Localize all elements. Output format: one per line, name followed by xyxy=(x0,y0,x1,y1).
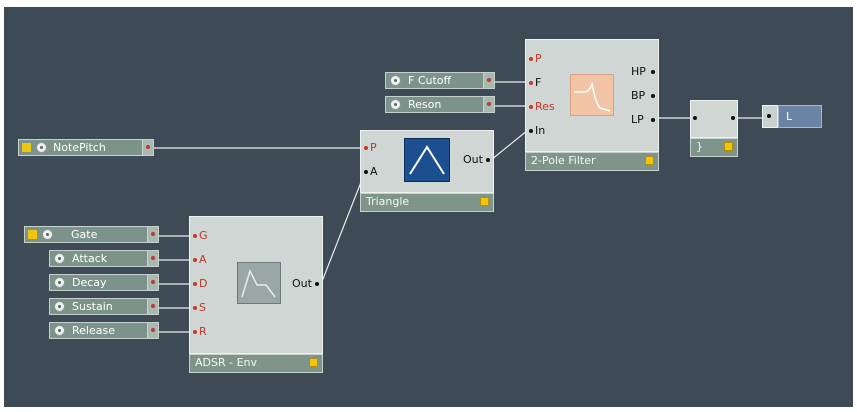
led-icon xyxy=(480,197,489,206)
audio-out-l[interactable]: L xyxy=(762,105,822,128)
output-port[interactable] xyxy=(147,275,158,290)
port-a-dot[interactable] xyxy=(193,258,197,262)
wire-triangle-filter xyxy=(490,129,529,161)
port-lp[interactable]: LP xyxy=(631,113,644,126)
triangle-wave-icon xyxy=(404,138,450,182)
port-r-dot[interactable] xyxy=(193,330,197,334)
control-label: Reson xyxy=(408,98,442,111)
output-port[interactable] xyxy=(142,140,153,155)
attack-control[interactable]: Attack xyxy=(49,250,159,267)
control-label: Attack xyxy=(72,252,108,265)
port-out[interactable]: Out xyxy=(292,277,312,290)
knob-icon[interactable] xyxy=(390,99,401,110)
control-label: Decay xyxy=(72,276,107,289)
knob-icon[interactable] xyxy=(42,229,53,240)
port-hp-dot[interactable] xyxy=(651,70,655,74)
port-in-dot[interactable] xyxy=(767,114,771,118)
output-port[interactable] xyxy=(483,73,494,88)
port-bp[interactable]: BP xyxy=(631,89,646,102)
port-in-dot[interactable] xyxy=(529,129,533,133)
port-lp-dot[interactable] xyxy=(651,118,655,122)
module-title: ADSR - Env xyxy=(195,356,258,369)
port-f[interactable]: F xyxy=(535,76,542,89)
port-f-dot[interactable] xyxy=(529,81,533,85)
port-g-dot[interactable] xyxy=(193,234,197,238)
lowpass-curve-icon xyxy=(570,74,614,116)
module-titlebar: Triangle xyxy=(360,193,494,212)
module-title: 2-Pole Filter xyxy=(531,154,596,167)
port-p[interactable]: P xyxy=(535,52,542,65)
knob-icon[interactable] xyxy=(54,301,65,312)
port-in[interactable]: In xyxy=(535,124,546,137)
module-titlebar: } xyxy=(690,138,738,157)
control-label: Gate xyxy=(71,228,98,241)
led-icon xyxy=(28,230,37,239)
adsr-module[interactable]: G A D S R Out ADSR - Env xyxy=(189,216,323,373)
port-d[interactable]: D xyxy=(199,277,208,290)
led-icon xyxy=(645,156,654,165)
module-body xyxy=(690,100,738,138)
port-a[interactable]: A xyxy=(370,165,378,178)
module-title: } xyxy=(696,140,703,153)
control-label: Sustain xyxy=(72,300,113,313)
knob-icon[interactable] xyxy=(54,277,65,288)
output-port[interactable] xyxy=(147,227,158,242)
led-icon xyxy=(22,143,31,152)
module-body xyxy=(525,39,659,152)
fcutoff-control[interactable]: F Cutoff xyxy=(385,72,495,89)
structure-canvas[interactable]: NotePitch Gate Attack Decay Sustain Rele… xyxy=(4,7,853,407)
output-port[interactable] xyxy=(147,299,158,314)
port-p[interactable]: P xyxy=(370,141,377,154)
port-bp-dot[interactable] xyxy=(651,94,655,98)
port-hp[interactable]: HP xyxy=(631,65,646,78)
knob-icon[interactable] xyxy=(54,253,65,264)
module-titlebar: 2-Pole Filter xyxy=(525,152,659,171)
knob-icon[interactable] xyxy=(390,75,401,86)
knob-icon[interactable] xyxy=(36,142,47,153)
port-res-dot[interactable] xyxy=(529,105,533,109)
merge-module[interactable]: } xyxy=(690,100,738,157)
wire-adsr-triangle xyxy=(320,171,366,285)
filter-module[interactable]: P F Res In HP BP LP 2-Pole Filter xyxy=(525,39,659,171)
port-out-dot[interactable] xyxy=(315,282,319,286)
envelope-shape-icon xyxy=(237,262,281,304)
led-icon xyxy=(309,358,318,367)
port-d-dot[interactable] xyxy=(193,282,197,286)
reson-control[interactable]: Reson xyxy=(385,96,495,113)
port-res[interactable]: Res xyxy=(535,100,555,113)
port-out-dot[interactable] xyxy=(486,158,490,162)
port-r[interactable]: R xyxy=(199,325,207,338)
port-s-dot[interactable] xyxy=(193,306,197,310)
port-out-dot[interactable] xyxy=(731,116,735,120)
led-icon xyxy=(724,142,733,151)
triangle-module[interactable]: P A Out Triangle xyxy=(360,130,494,212)
port-a[interactable]: A xyxy=(199,253,207,266)
port-g[interactable]: G xyxy=(199,229,208,242)
decay-control[interactable]: Decay xyxy=(49,274,159,291)
port-p-dot[interactable] xyxy=(529,57,533,61)
port-s[interactable]: S xyxy=(199,301,206,314)
port-p-dot[interactable] xyxy=(364,146,368,150)
notepitch-control[interactable]: NotePitch xyxy=(18,139,154,156)
control-label: NotePitch xyxy=(53,141,106,154)
port-out[interactable]: Out xyxy=(463,153,483,166)
output-port[interactable] xyxy=(483,97,494,112)
output-port[interactable] xyxy=(147,251,158,266)
port-in-dot[interactable] xyxy=(693,116,697,120)
output-label: L xyxy=(786,110,793,123)
module-titlebar: ADSR - Env xyxy=(189,354,323,373)
output-port-box[interactable] xyxy=(762,105,778,128)
release-control[interactable]: Release xyxy=(49,322,159,339)
output-port[interactable] xyxy=(147,323,158,338)
sustain-control[interactable]: Sustain xyxy=(49,298,159,315)
gate-control[interactable]: Gate xyxy=(24,226,159,243)
output-label-box: L xyxy=(778,105,822,128)
module-title: Triangle xyxy=(366,195,410,208)
knob-icon[interactable] xyxy=(54,325,65,336)
port-a-dot[interactable] xyxy=(364,170,368,174)
control-label: F Cutoff xyxy=(408,74,452,87)
control-label: Release xyxy=(72,324,115,337)
